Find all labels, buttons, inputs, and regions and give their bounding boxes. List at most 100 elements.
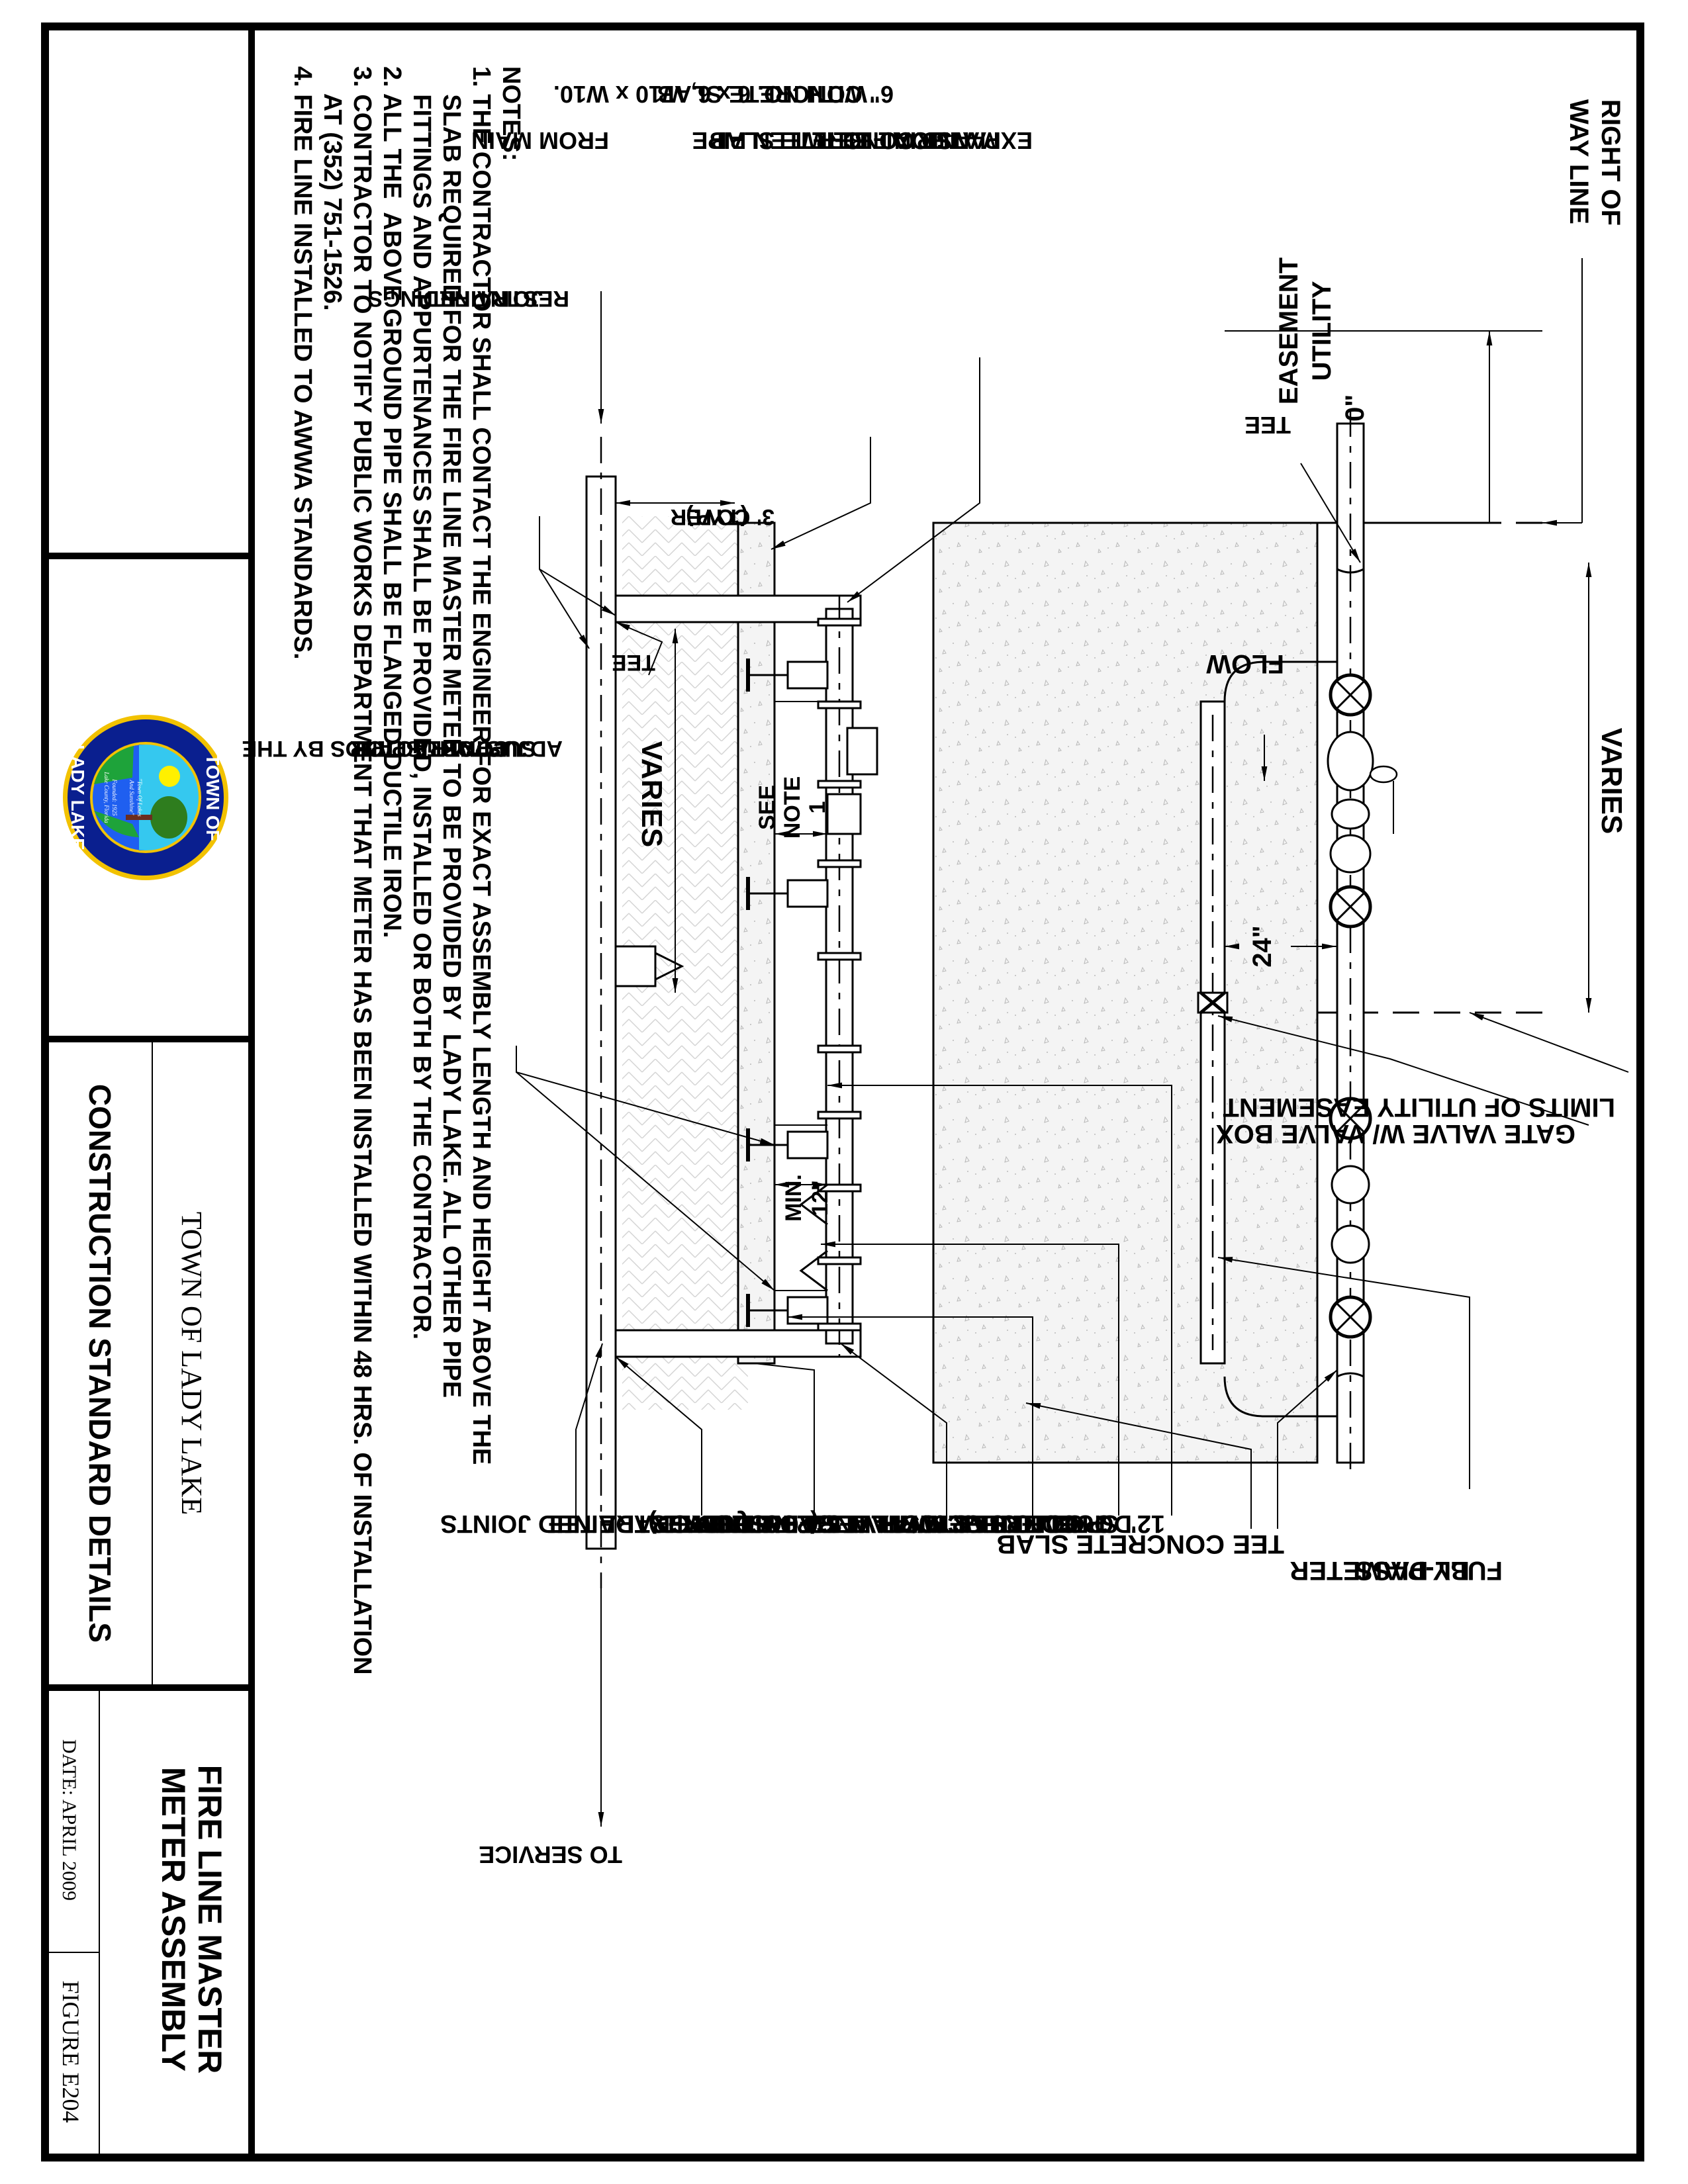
easement-label: UTILITY — [1307, 281, 1336, 381]
grade-leader — [754, 1363, 815, 1516]
callout-dcva: PREVENTER INSTALLED BY THE — [707, 1510, 1105, 1537]
callout-dcva: DOUBLE CHECK VALVE BACKFLOW — [688, 1510, 1132, 1537]
backflow-body-plan — [1327, 731, 1374, 792]
spool-leader — [827, 1082, 1172, 1516]
y-strainer — [799, 1183, 828, 1292]
gate-valve-plan — [1329, 885, 1372, 929]
detector-assembly-plan — [1369, 765, 1398, 834]
bypass-elbow — [1223, 1376, 1337, 1418]
general-notes: NOTES: 1. THE CONTRACTOR SHALL CONTACT T… — [289, 66, 525, 1675]
seal-founded: Lake County, Florida — [103, 771, 110, 823]
org-name: TOWN OF LADY LAKE — [175, 1212, 208, 1515]
note-line: SLAB REQUIRED FOR THE FIRE LINE MASTER M… — [438, 66, 465, 1398]
from-main-label: FROM MAIN — [471, 127, 609, 154]
stands-label: ADJUSTABLE PIPE — [355, 736, 563, 761]
bypass-leader — [1217, 1257, 1470, 1489]
note-line: 3. CONTRACTOR TO NOTIFY PUBLIC WORKS DEP… — [348, 66, 376, 1675]
restrained-fittings-label: JOINT FITTINGS — [368, 286, 543, 311]
riser-upstream — [614, 594, 862, 623]
varies-label: VARIES — [1595, 728, 1628, 835]
tee-label: TEE — [612, 650, 655, 675]
figure-number: FIGURE E204 — [58, 1981, 84, 2123]
seal-founded: Founded: 1925 — [111, 778, 118, 816]
stands-label: SUPPORT STANDS BY THE — [242, 736, 536, 761]
dcva-leader — [821, 1241, 1119, 1516]
cover-label: (TYP.) — [686, 504, 748, 529]
osy-valve — [746, 659, 829, 692]
sun-icon — [159, 766, 180, 787]
callout-bend: 90° FLANGED BEND — [702, 1510, 947, 1537]
see-note-text: SEE — [755, 785, 780, 830]
min-clearance-text: MIN. — [781, 1174, 806, 1222]
callout-tee: TEE — [547, 1510, 596, 1537]
seal-bottom-text: LADY LAKE — [68, 745, 88, 850]
fittings-leader — [539, 569, 590, 649]
bypass-elbow — [1223, 660, 1337, 702]
varies-label: VARIES — [635, 741, 668, 848]
easement-label: EASEMENT — [1274, 257, 1303, 404]
min-clearance-callout: MIN. 12" — [781, 1174, 833, 1222]
callout-joints: RESTRAINED JOINTS — [440, 1510, 702, 1537]
expansion-label: EXPANSION FIBER — [816, 127, 1033, 154]
drawing-title: METER ASSEMBLY — [155, 1767, 192, 2071]
seal-top-text: TOWN OF — [203, 754, 223, 841]
notes-heading: NOTES: — [497, 66, 525, 161]
tee-label: TEE — [1244, 412, 1291, 439]
drawing-date: DATE: APRIL 2009 — [58, 1739, 80, 1901]
flanges — [817, 617, 862, 1332]
callout-tee: TEE — [1233, 1529, 1284, 1559]
see-note-callout: SEE NOTE 1 — [755, 776, 830, 839]
note-line: 1. THE CONTRACTOR SHALL CONTACT THE ENGI… — [467, 66, 495, 1465]
tee-plan — [1336, 568, 1364, 1378]
limits-leader — [1469, 1012, 1629, 1073]
callout-grade: FINISHED GRADE — [599, 1510, 814, 1537]
gate-valve-plan — [1329, 1295, 1372, 1339]
callout-bypass: BY-PASS — [1355, 1556, 1470, 1585]
see-note-text: NOTE — [780, 776, 805, 839]
drawing-title: FIRE LINE MASTER — [191, 1765, 228, 2074]
callout-limits: LIMITS OF UTILITY EASEMENT — [1223, 1093, 1615, 1122]
tee-leader — [615, 621, 663, 676]
note-line: 2. ALL THE ABOVE GROUND PIPE SHALL BE FL… — [378, 66, 406, 938]
concrete-slab-section — [737, 522, 776, 1365]
gate-valve-leader — [1217, 1015, 1589, 1126]
note-line: 4. FIRE LINE INSTALLED TO AWWA STANDARDS… — [289, 66, 316, 660]
seal-motto: "Town Of Lakes — [136, 778, 143, 817]
expansion-label: MATERIAL BETWEEN PIPE — [692, 127, 1000, 154]
seal-motto: And Sunshine" — [128, 779, 135, 815]
clearance-value: 24" — [1248, 925, 1277, 967]
flow-label: FLOW — [1206, 649, 1284, 678]
tree-icon — [150, 796, 187, 839]
stands-leader — [516, 1071, 775, 1291]
series-title: CONSTRUCTION STANDARD DETAILS — [83, 1084, 117, 1643]
right-of-way-label: WAY LINE — [1564, 99, 1593, 224]
expansion-label: AND CONCRETE SLAB — [710, 127, 973, 154]
slab-note: WITH NO. 6 x 6, W10 x W10. — [553, 81, 867, 108]
meter-plan — [1329, 798, 1372, 874]
section-view: VARIES EXPANSION FIBER MATERIAL BETWEEN … — [242, 81, 1172, 1868]
cover-label: 3' COVER — [671, 504, 774, 529]
osy-valve — [746, 1128, 829, 1161]
plan-view: RIGHT OF WAY LINE EASEMENT UTILITY 10'-0… — [932, 99, 1629, 1585]
to-service-label: TO SERVICE — [479, 1841, 622, 1868]
callout-osy: O.S. & Y. VALVES (2 REQUIRED) — [648, 1510, 1033, 1537]
town-seal-logo: TOWN OF LADY LAKE "Town Of Lakes And Sun… — [63, 715, 228, 880]
gate-valve-plan — [1329, 673, 1372, 717]
min-clearance-text: 12" — [808, 1180, 833, 1216]
tee-leader — [1277, 1369, 1338, 1529]
tee-leader — [1300, 463, 1361, 563]
joints-leader — [615, 1356, 702, 1516]
note-line: AT (352) 751-1526. — [318, 66, 346, 311]
expansion-leader — [847, 357, 980, 603]
callout-dcva: CONTRACTOR — [900, 1510, 1079, 1537]
slab-leader — [1025, 1402, 1252, 1529]
restrained-fittings-label: RESTRAINED — [423, 286, 569, 311]
strainer-plan — [1331, 1165, 1370, 1264]
osy-leader — [788, 1314, 1033, 1516]
right-of-way-label: RIGHT OF — [1596, 99, 1625, 226]
callout-gate-valve: GATE VALVE W/ VALVE BOX — [1216, 1119, 1575, 1148]
bypass-gate-valve — [1197, 991, 1229, 1014]
see-note-text: 1 — [805, 801, 830, 814]
